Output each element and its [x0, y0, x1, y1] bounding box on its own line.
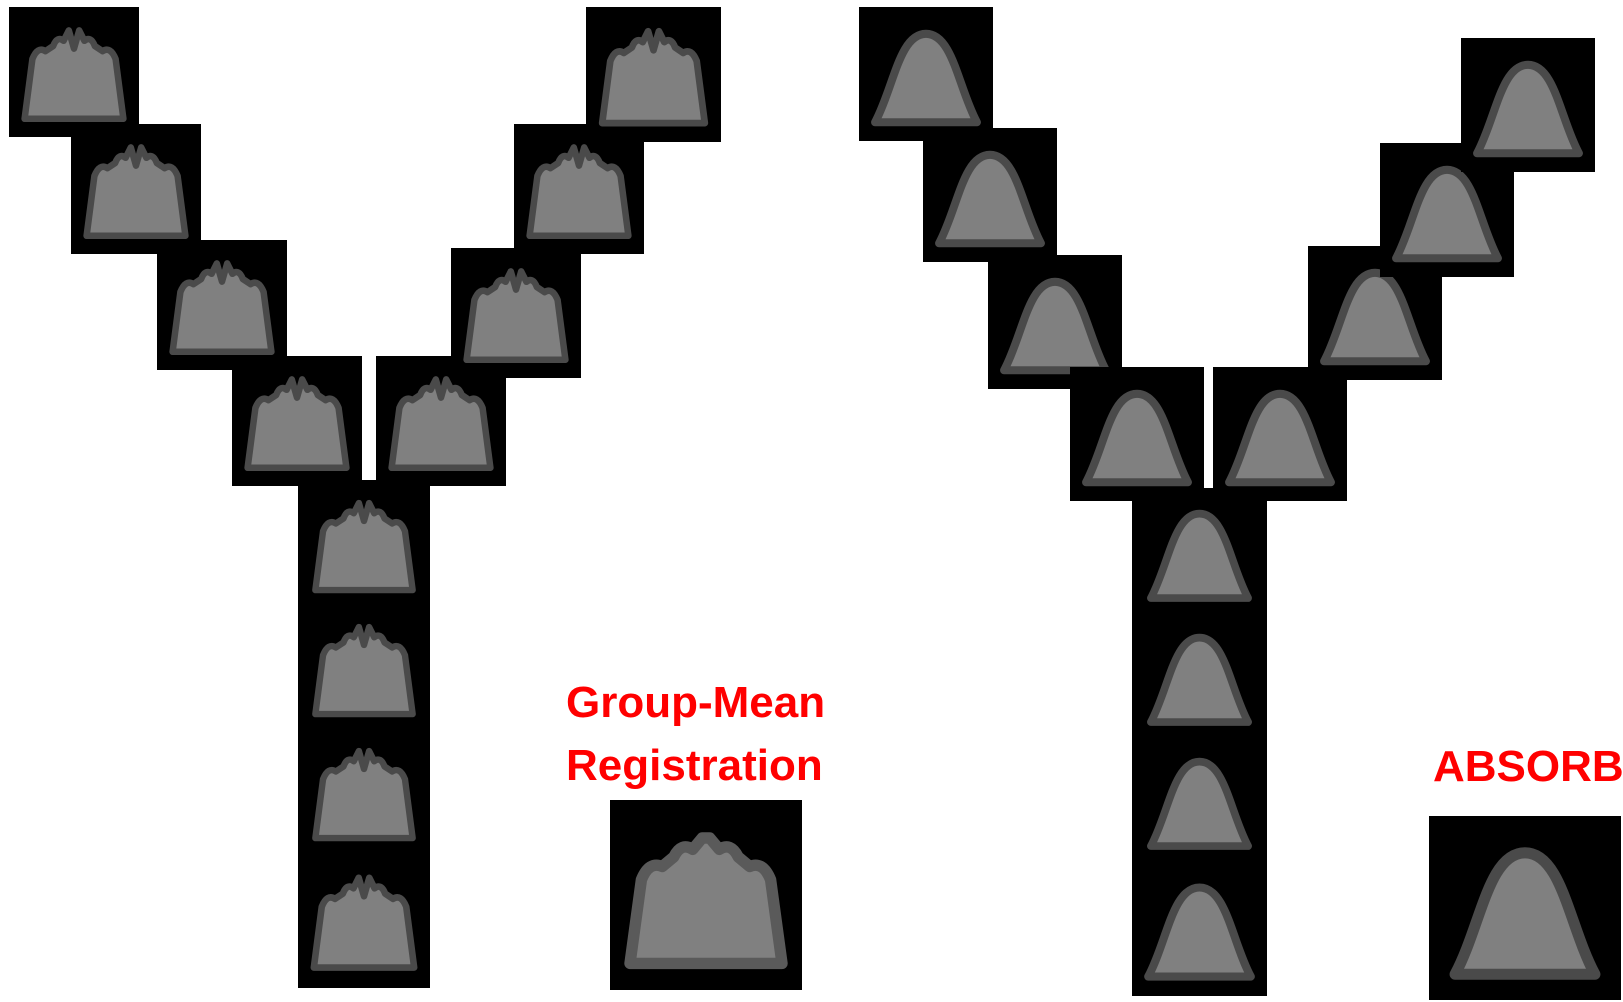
tooth-image-tile-left-8 [586, 7, 721, 142]
tooth-shape-icon [157, 240, 287, 370]
arch-shape-icon [923, 128, 1057, 262]
tooth-image-tile-left-4 [232, 356, 362, 486]
tooth-shape-icon [298, 604, 430, 732]
tooth-shape-icon [298, 480, 430, 608]
group-mean-label-line2: Registration [566, 734, 823, 798]
tooth-shape-icon [586, 7, 721, 142]
arch-shape-icon [1429, 816, 1621, 1000]
arch-shape-icon [1213, 367, 1347, 501]
tooth-mean-shape-icon [610, 800, 802, 990]
tooth-image-tile-left-2 [71, 124, 201, 254]
arch-shape-icon [859, 7, 993, 141]
arch-image-tile-right-5 [1213, 367, 1347, 501]
arch-image-tile-right-8 [1461, 38, 1595, 172]
arch-image-tile-right-2 [923, 128, 1057, 262]
arch-shape-icon [1132, 612, 1267, 740]
tooth-shape-icon [451, 248, 581, 378]
arch-image-tile-right-trunk-1 [1132, 488, 1267, 616]
tooth-shape-icon [514, 124, 644, 254]
arch-image-tile-right-trunk-2 [1132, 612, 1267, 740]
arch-image-tile-right-1 [859, 7, 993, 141]
tooth-image-tile-left-trunk-4 [298, 852, 430, 988]
arch-shape-icon [1132, 860, 1267, 996]
tooth-image-tile-left-7 [514, 124, 644, 254]
arch-shape-icon [1132, 488, 1267, 616]
tooth-shape-icon [298, 728, 430, 856]
tooth-image-tile-left-trunk-2 [298, 604, 430, 732]
tooth-shape-icon [232, 356, 362, 486]
arch-image-tile-right-trunk-3 [1132, 736, 1267, 864]
group-mean-result-tile [610, 800, 802, 990]
tooth-image-tile-left-trunk-1 [298, 480, 430, 608]
arch-shape-icon [1070, 367, 1204, 501]
absorb-result-tile [1429, 816, 1621, 1000]
arch-image-tile-right-4 [1070, 367, 1204, 501]
tooth-image-tile-left-6 [451, 248, 581, 378]
tooth-image-tile-left-1 [9, 7, 139, 137]
tooth-shape-icon [9, 7, 139, 137]
tooth-image-tile-left-trunk-3 [298, 728, 430, 856]
tooth-shape-icon [298, 852, 430, 988]
arch-shape-icon [1461, 38, 1595, 172]
tooth-shape-icon [71, 124, 201, 254]
arch-image-tile-right-trunk-4 [1132, 860, 1267, 996]
tooth-image-tile-left-3 [157, 240, 287, 370]
absorb-label: ABSORB [1433, 735, 1623, 799]
arch-shape-icon [1132, 736, 1267, 864]
group-mean-label-line1: Group-Mean [566, 671, 825, 735]
